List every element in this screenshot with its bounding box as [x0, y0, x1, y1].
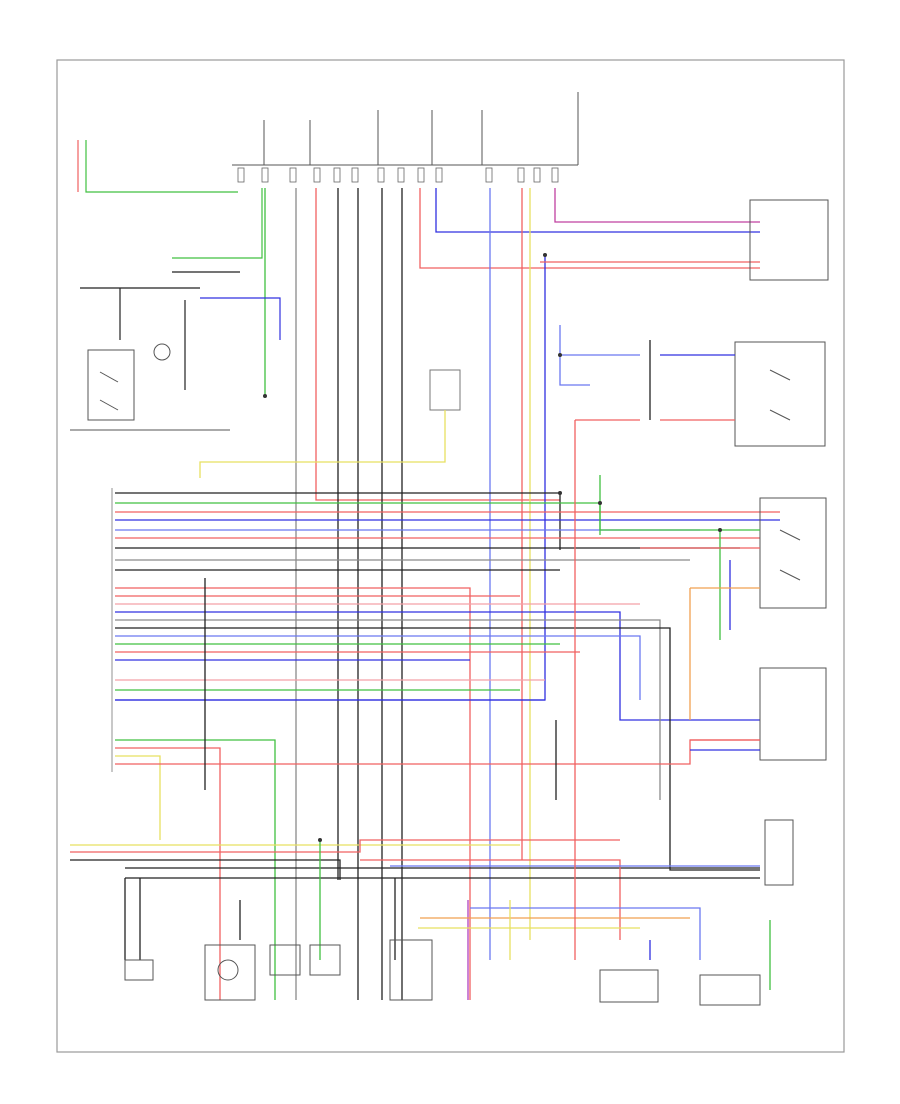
right-side-wires — [555, 325, 771, 990]
trunk-wires — [115, 188, 760, 1000]
fuse-block-bus — [232, 92, 579, 166]
right-components — [124, 199, 829, 1006]
bottom-harness-lines — [70, 839, 760, 1000]
illumination-wiring — [77, 140, 281, 390]
hazard-switch-symbol — [70, 343, 230, 431]
diagram-frame — [56, 59, 845, 1053]
fuse-terminals — [237, 167, 559, 183]
sensor-symbol — [199, 369, 461, 478]
main-harness-lines — [115, 492, 780, 1000]
splice-dots — [263, 253, 722, 842]
